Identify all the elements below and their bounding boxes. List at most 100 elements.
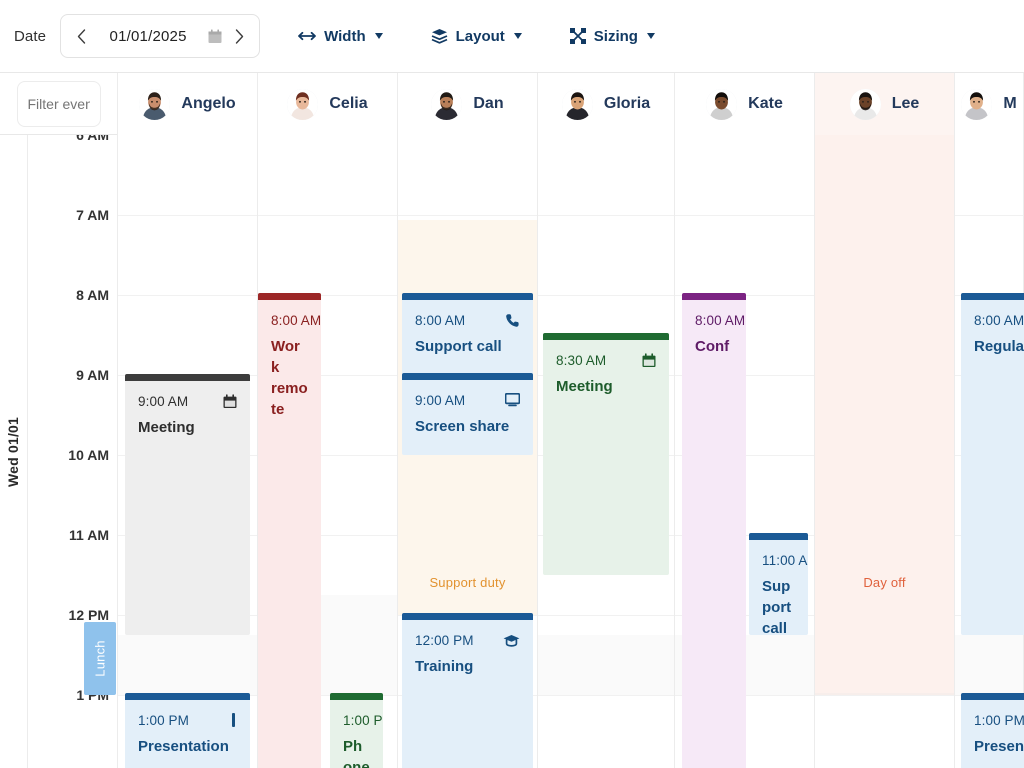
event-title: Screen share [415,418,510,435]
calendar-event[interactable]: 8:00 AM Regular [961,293,1024,635]
event-time: 11:00 AM [762,552,808,568]
layout-button[interactable]: Layout [421,18,532,54]
event-time: 1:00 PM [343,712,383,728]
hour-gridline [118,215,1024,216]
time-tick: 10 AM [68,447,109,463]
resource-column-gloria[interactable]: 8:30 AM Meeting [538,135,675,768]
time-tick: 11 AM [69,527,109,543]
event-accent-bar [402,373,533,380]
monitor-icon [505,393,520,407]
calendar-event[interactable]: 1:00 PM Phone call [330,693,383,768]
arrows-horizontal-icon [298,30,316,42]
date-label: Date [14,27,47,45]
resource-name: Angelo [181,95,236,112]
prev-date-button[interactable] [70,21,92,51]
layout-button-label: Layout [455,27,505,45]
resource-header-kate[interactable]: Kate [675,73,815,135]
sizing-button-label: Sizing [593,27,638,45]
event-title: Work remote [271,338,308,418]
chevron-down-icon [513,33,522,39]
date-picker[interactable]: 01/01/2025 [60,14,261,58]
background-band-label: Day off [863,575,906,590]
hour-gridline [118,615,1024,616]
chevron-down-icon [646,33,655,39]
avatar-portrait [561,88,593,120]
event-time: 1:00 PM [138,712,189,728]
lunch-label: Lunch [92,640,108,677]
event-title: Phone call [343,738,370,768]
resource-header-angelo[interactable]: Angelo [118,73,258,135]
filter-input[interactable] [16,81,101,127]
sizing-button[interactable]: Sizing [560,18,665,54]
lunch-break-chip[interactable]: Lunch [84,621,116,695]
calendar-event[interactable]: 8:30 AM Meeting [543,333,669,575]
avatar-portrait [139,88,171,120]
event-time: 8:30 AM [556,352,607,368]
hour-gridline [118,295,1024,296]
event-title: Presentation [138,738,229,755]
event-accent-bar [749,533,808,540]
resource-header-lee[interactable]: Lee [815,73,955,135]
event-title: Meeting [138,419,195,436]
calendar-icon [642,352,656,368]
resource-column-lee[interactable]: Day off [815,135,955,768]
avatar-portrait [431,88,463,120]
calendar-event[interactable]: 11:00 AM Support call [749,533,808,635]
shift-tint [118,635,257,695]
resource-column-m[interactable]: 8:00 AM Regular 1:00 PM Presentation [955,135,1024,768]
event-title: Regular [974,338,1024,355]
resource-name: M [1003,95,1017,112]
calendar-event[interactable]: 1:00 PM Presentation [961,693,1024,768]
chevron-right-icon [235,28,243,44]
resource-header-m[interactable]: M [955,73,1024,135]
date-value[interactable]: 01/01/2025 [109,27,187,45]
width-button[interactable]: Width [288,18,393,54]
time-tick: 12 PM [68,607,109,623]
resource-name: Lee [891,95,920,112]
event-accent-bar [402,293,533,300]
day-label: Wed 01/01 [5,416,22,487]
resource-header-celia[interactable]: Celia [258,73,398,135]
avatar [706,88,738,120]
avatar-portrait [287,88,319,120]
avatar [849,88,881,120]
avatar [961,88,993,120]
event-accent-bar [125,693,250,700]
event-accent-bar [258,293,321,300]
event-title: Support call [762,578,792,635]
resource-name: Gloria [603,95,651,112]
next-date-button[interactable] [228,21,250,51]
event-title: Support call [415,338,502,355]
avatar-portrait [961,88,993,120]
event-title: Presentation [974,738,1024,755]
calendar-icon[interactable] [204,29,226,44]
event-accent-bar [125,374,250,381]
calendar-icon [223,393,237,409]
event-time: 1:00 PM [974,712,1024,728]
resource-header-gloria[interactable]: Gloria [538,73,675,135]
calendar-event[interactable]: 1:00 PM Presentation [125,693,250,768]
event-title: Meeting [556,378,613,395]
phone-icon [505,313,520,328]
resize-icon [569,28,586,44]
layers-icon [431,28,448,44]
avatar [287,88,319,120]
shift-tint [538,635,674,695]
day-column: Wed 01/01 [0,135,28,768]
resource-header-row: Angelo Celia Dan Gloria Kate [0,73,1024,135]
background-band [815,135,954,693]
event-time: 8:00 AM [974,312,1024,328]
resource-header-dan[interactable]: Dan [398,73,538,135]
chevron-left-icon [77,28,85,44]
